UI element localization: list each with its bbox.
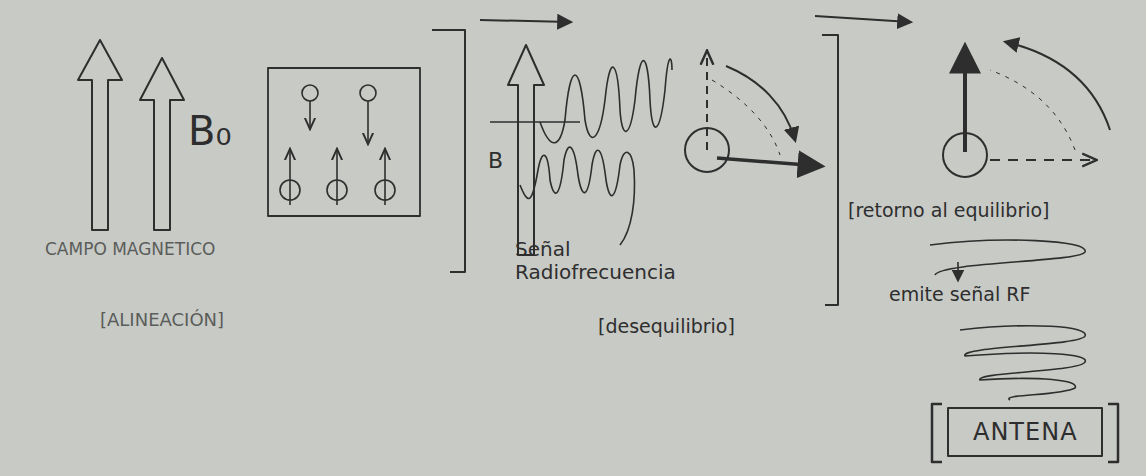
field-symbol: B <box>488 148 503 173</box>
emission-label: emite señal RF <box>886 284 1033 306</box>
antenna-box: ANTENA <box>973 418 1078 446</box>
antenna-label: ANTENA <box>973 418 1078 446</box>
field-symbol: B₀ <box>188 108 231 154</box>
signal-label: Señal Radiofrecuencia <box>515 238 690 284</box>
stage-label: [ALINEACIÓN] <box>100 310 224 331</box>
stage-label: [retorno al equilibrio] <box>848 200 1050 222</box>
stage-label: [desequilibrio] <box>598 316 735 338</box>
field-label: CAMPO MAGNETICO <box>45 240 215 260</box>
